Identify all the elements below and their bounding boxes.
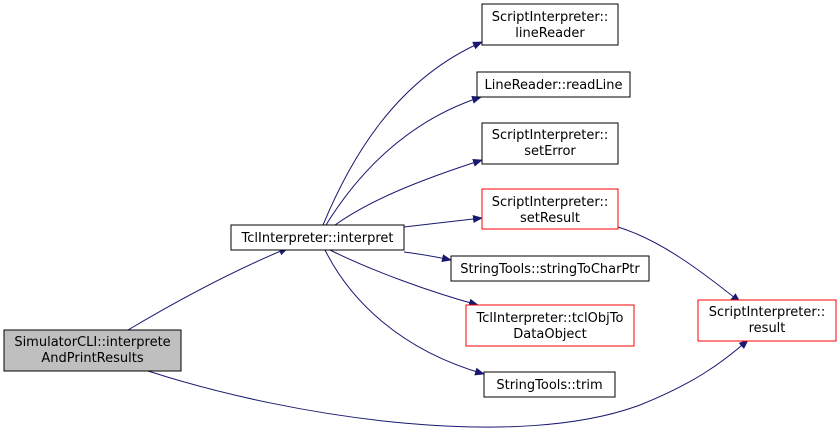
edge-interpret-to-readline [325, 95, 482, 226]
node-label: ScriptInterpreter:: [709, 305, 826, 320]
nodes: SimulatorCLI::interprete AndPrintResults… [3, 3, 837, 398]
node-label: setResult [520, 211, 580, 226]
edge-interpret-to-seterror [334, 158, 483, 226]
node-string-trim[interactable]: StringTools::trim [483, 371, 616, 398]
node-label: AndPrintResults [41, 351, 143, 366]
node-label: StringTools::stringToCharPtr [460, 262, 640, 277]
edge-interpret-to-trim [324, 249, 485, 376]
node-label: result [749, 321, 786, 336]
node-label: StringTools::trim [496, 378, 602, 393]
edge-interpret-to-setresult [403, 215, 483, 228]
node-tcl-interpret[interactable]: TclInterpreter::interpret [230, 224, 405, 251]
node-label: LineReader::readLine [485, 78, 623, 93]
node-si-result[interactable]: ScriptInterpreter:: result [697, 299, 837, 342]
node-linereader-readline[interactable]: LineReader::readLine [476, 71, 631, 98]
node-tcl-obj-to-data-object[interactable]: TclInterpreter::tclObjTo DataObject [465, 304, 635, 347]
node-label: DataObject [513, 327, 586, 342]
node-label: setError [524, 144, 576, 159]
edge-setresult-to-result [617, 226, 741, 303]
node-si-set-error[interactable]: ScriptInterpreter:: setError [481, 122, 619, 165]
node-label: SimulatorCLI::interprete [14, 335, 170, 350]
node-label: TclInterpreter::tclObjTo [476, 311, 624, 326]
node-label: ScriptInterpreter:: [492, 195, 609, 210]
edges [127, 41, 749, 428]
edge-interpret-to-tclobj [329, 249, 479, 307]
node-label: ScriptInterpreter:: [492, 10, 609, 25]
node-label: TclInterpreter::interpret [241, 231, 394, 246]
node-si-line-reader[interactable]: ScriptInterpreter:: lineReader [481, 3, 619, 46]
node-si-set-result[interactable]: ScriptInterpreter:: setResult [481, 188, 619, 230]
node-label: ScriptInterpreter:: [492, 128, 609, 143]
edge-simulator-to-result [147, 339, 749, 428]
edge-interpret-to-linereader [322, 41, 483, 226]
edge-simulator-to-interpret [127, 247, 289, 331]
node-string-to-char-ptr[interactable]: StringTools::stringToCharPtr [450, 255, 650, 282]
node-simulator-cli[interactable]: SimulatorCLI::interprete AndPrintResults [3, 329, 182, 372]
node-label: lineReader [515, 26, 585, 41]
edge-interpret-to-stringtochar [403, 251, 452, 263]
